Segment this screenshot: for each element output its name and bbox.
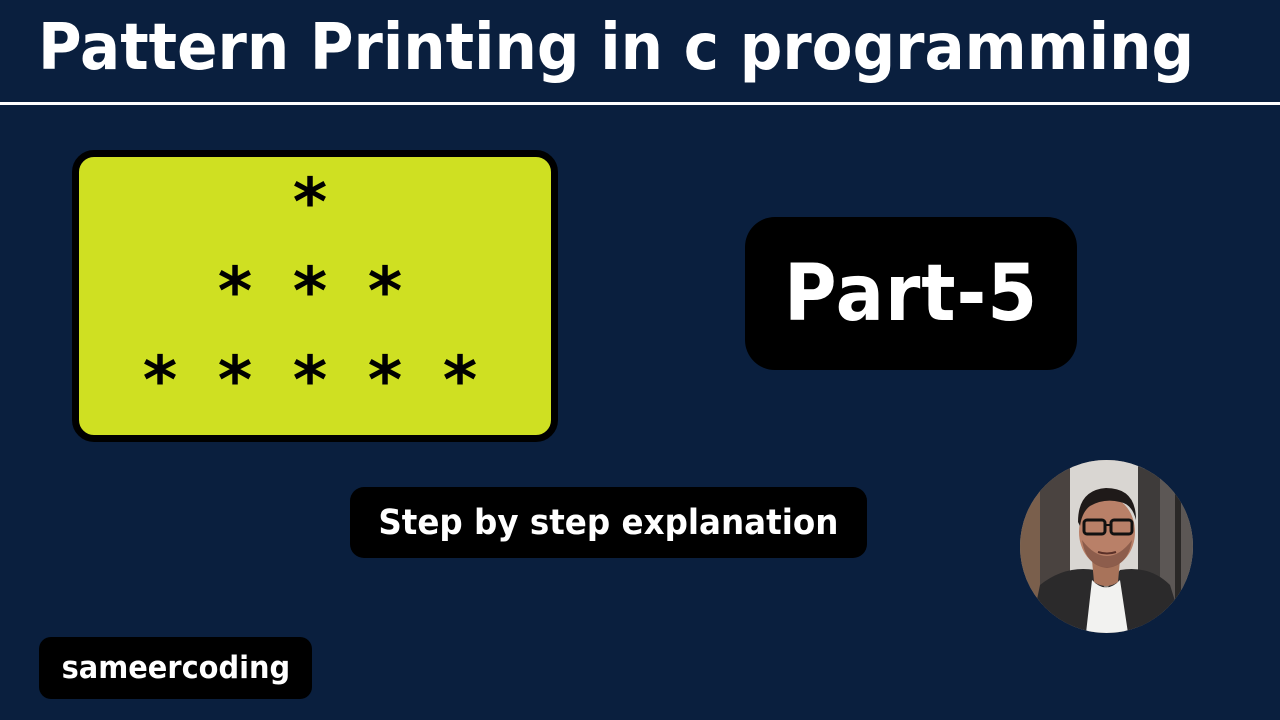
star-row3-col4: * (367, 342, 403, 419)
subtitle-label: Step by step explanation (378, 502, 839, 543)
brand-badge: sameercoding (39, 637, 312, 699)
subtitle-badge: Step by step explanation (350, 487, 867, 558)
person-photo-icon (1020, 460, 1193, 633)
star-row3-col3: * (292, 342, 328, 419)
title-divider (0, 102, 1280, 105)
part-label: Part-5 (783, 248, 1039, 339)
page-title: Pattern Printing in c programming (38, 11, 1195, 85)
presenter-avatar (1020, 460, 1193, 633)
star-row2-col2: * (217, 253, 253, 330)
star-row3-col2: * (217, 342, 253, 419)
star-row2-col4: * (367, 253, 403, 330)
brand-label: sameercoding (61, 650, 290, 686)
star-row2-col3: * (292, 253, 328, 330)
star-row3-col1: * (142, 342, 178, 419)
star-row3-col5: * (442, 342, 478, 419)
star-pattern-card: * * * * * * * * * (72, 150, 558, 442)
part-badge: Part-5 (745, 217, 1077, 370)
star-row1-col3: * (292, 164, 328, 241)
